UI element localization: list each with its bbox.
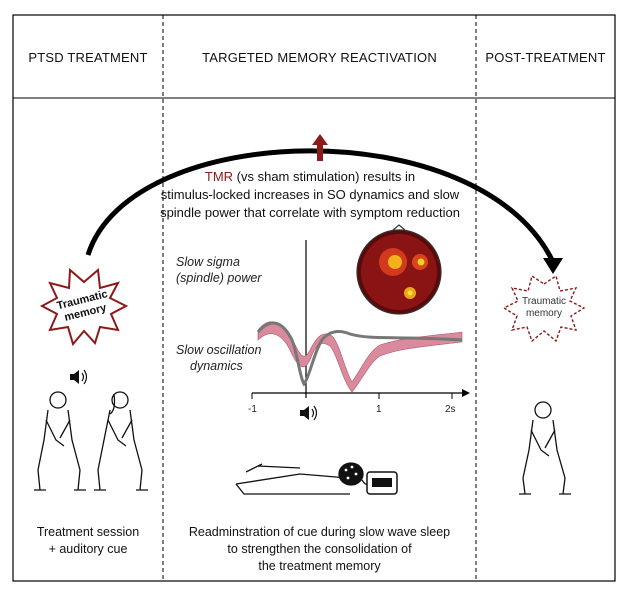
caption-left-line-1: Treatment session bbox=[36, 525, 140, 539]
badge-right-line-2: memory bbox=[525, 308, 563, 319]
sigma-label-line-2: (spindle) power bbox=[176, 271, 262, 285]
so-dynamics-label: Slow oscillation dynamics bbox=[176, 342, 261, 374]
x-axis-arrowhead bbox=[462, 389, 470, 397]
header-post-treatment: POST-TREATMENT bbox=[485, 50, 606, 65]
x-tick-label: 1 bbox=[376, 404, 382, 415]
outer-border bbox=[12, 14, 616, 582]
tmr-result-line-3: spindle power that correlate with sympto… bbox=[160, 205, 460, 220]
cue-speaker-icon bbox=[300, 405, 318, 421]
header-ptsd-treatment: PTSD TREATMENT bbox=[28, 50, 148, 65]
seated-people-pair-icon bbox=[34, 391, 148, 491]
readministration-caption: Readminstration of cue during slow wave … bbox=[168, 524, 471, 575]
so-label-line-1: Slow oscillation bbox=[176, 343, 262, 357]
arc-arrowhead bbox=[543, 258, 563, 274]
x-tick-label: 2s bbox=[445, 404, 456, 415]
caption-left-line-2: + auditory cue bbox=[48, 542, 128, 556]
seated-person-icon bbox=[519, 401, 571, 495]
caption-middle-line-3: the treatment memory bbox=[258, 559, 381, 573]
eeg-topography-map bbox=[356, 224, 442, 315]
traumatic-memory-label-right: Traumatic memory bbox=[514, 296, 574, 320]
header-targeted-memory-reactivation: TARGETED MEMORY REACTIVATION bbox=[202, 50, 437, 65]
treatment-arc-arrow bbox=[85, 148, 556, 264]
caption-middle-line-1: Readminstration of cue during slow wave … bbox=[188, 525, 451, 539]
so-label-line-2: dynamics bbox=[190, 359, 243, 373]
sigma-power-label: Slow sigma (spindle) power bbox=[176, 254, 261, 286]
speaker-icon bbox=[70, 369, 88, 385]
tmr-result-line-2: stimulus-locked increases in SO dynamics… bbox=[160, 187, 460, 202]
badge-right-line-1: Traumatic bbox=[521, 296, 567, 307]
increase-arrow-icon bbox=[312, 134, 328, 161]
sigma-label-line-1: Slow sigma bbox=[176, 255, 240, 269]
traumatic-memory-burst-left bbox=[39, 267, 129, 347]
tmr-result-line-1: TMR (vs sham stimulation) results in bbox=[140, 168, 480, 186]
sleeping-person-icon bbox=[235, 462, 369, 495]
x-tick-label: -1 bbox=[248, 404, 257, 415]
sham-so-line bbox=[256, 321, 463, 387]
tmr-result-text: TMR (vs sham stimulation) results in sti… bbox=[140, 168, 480, 222]
tmr-highlight: TMR bbox=[204, 169, 234, 184]
caption-middle-line-2: to strengthen the consolidation of bbox=[227, 542, 412, 556]
treatment-session-caption: Treatment session + auditory cue bbox=[13, 524, 163, 558]
traumatic-memory-burst-right bbox=[502, 274, 586, 343]
audio-device-icon bbox=[366, 471, 398, 495]
tmr-line-1-rest: (vs sham stimulation) results in bbox=[233, 169, 416, 184]
